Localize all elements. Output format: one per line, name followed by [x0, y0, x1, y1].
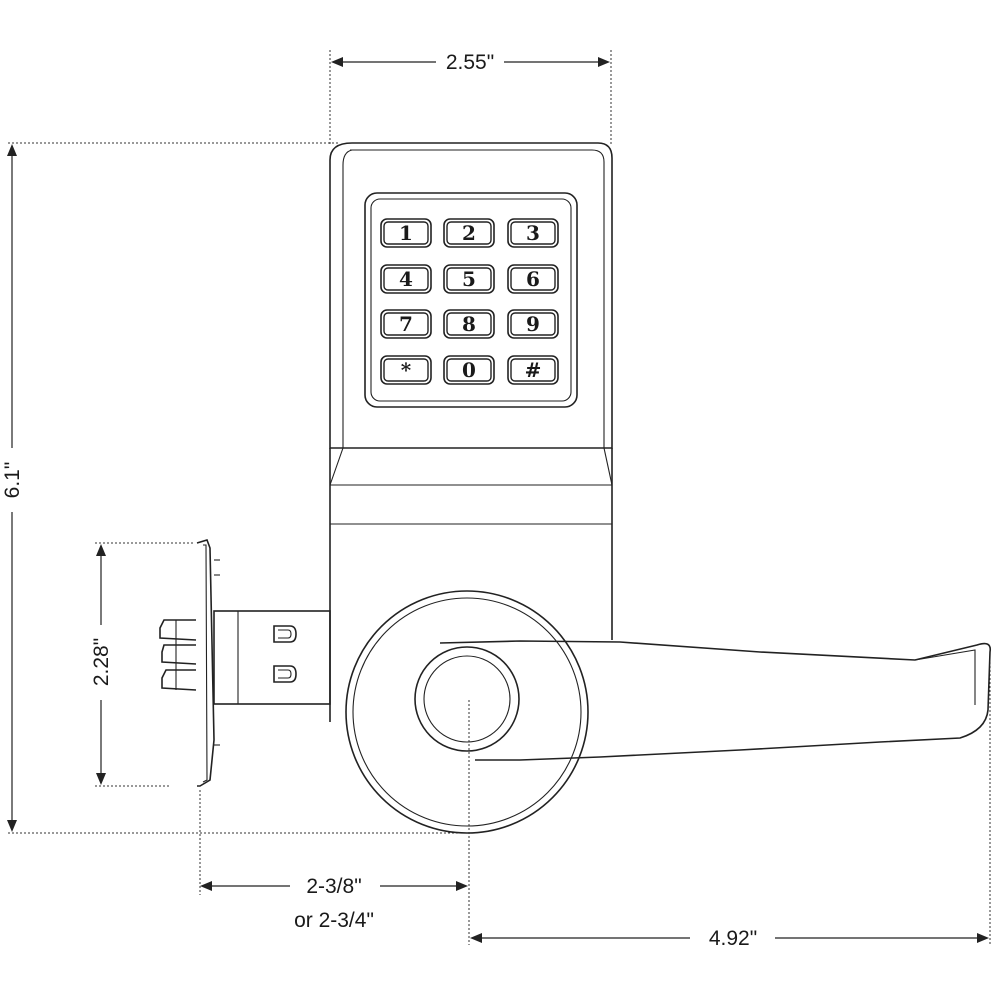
key-label: 6 — [526, 267, 540, 291]
key-8: 8 — [443, 309, 495, 339]
dimension-lever-length: 4.92" — [470, 650, 991, 950]
key-9: 9 — [507, 309, 559, 339]
backset-label-alternate: or 2-3/4" — [294, 909, 374, 932]
keypad: 1 2 3 4 5 6 7 8 9 * 0 # — [364, 192, 578, 408]
key-label: 8 — [462, 312, 476, 336]
key-6: 6 — [507, 264, 559, 294]
keypad-keys: 1 2 3 4 5 6 7 8 9 * 0 # — [380, 218, 559, 385]
key-label: 9 — [526, 312, 540, 336]
key-7: 7 — [380, 309, 432, 339]
key-label: * — [401, 358, 412, 382]
key-label: 7 — [399, 312, 413, 336]
dimension-height: 6.1" — [1, 142, 470, 834]
key-1: 1 — [380, 218, 432, 248]
key-3: 3 — [507, 218, 559, 248]
dimension-spindle-height: 2.28" — [90, 542, 195, 787]
lever-handle — [345, 590, 992, 945]
key-5: 5 — [443, 264, 495, 294]
dimension-backset: 2-3/8" or 2-3/4" — [199, 700, 470, 945]
key-label: 5 — [462, 267, 476, 291]
key-label: 2 — [462, 221, 476, 245]
spindle-height-label: 2.28" — [90, 638, 113, 686]
backset-label-primary: 2-3/8" — [306, 875, 361, 898]
key-label: 1 — [399, 221, 413, 245]
width-label: 2.55" — [446, 51, 494, 74]
key-label: 3 — [526, 221, 540, 245]
key-hash: # — [507, 355, 559, 385]
key-star: * — [380, 355, 432, 385]
dimension-width: 2.55" — [329, 50, 612, 145]
key-label: 0 — [462, 358, 476, 382]
key-4: 4 — [380, 264, 432, 294]
lever-length-label: 4.92" — [709, 927, 757, 950]
key-2: 2 — [443, 218, 495, 248]
key-0: 0 — [443, 355, 495, 385]
key-label: 4 — [399, 267, 413, 291]
height-label: 6.1" — [1, 462, 24, 499]
key-label: # — [525, 358, 542, 382]
latch-assembly — [159, 539, 331, 787]
